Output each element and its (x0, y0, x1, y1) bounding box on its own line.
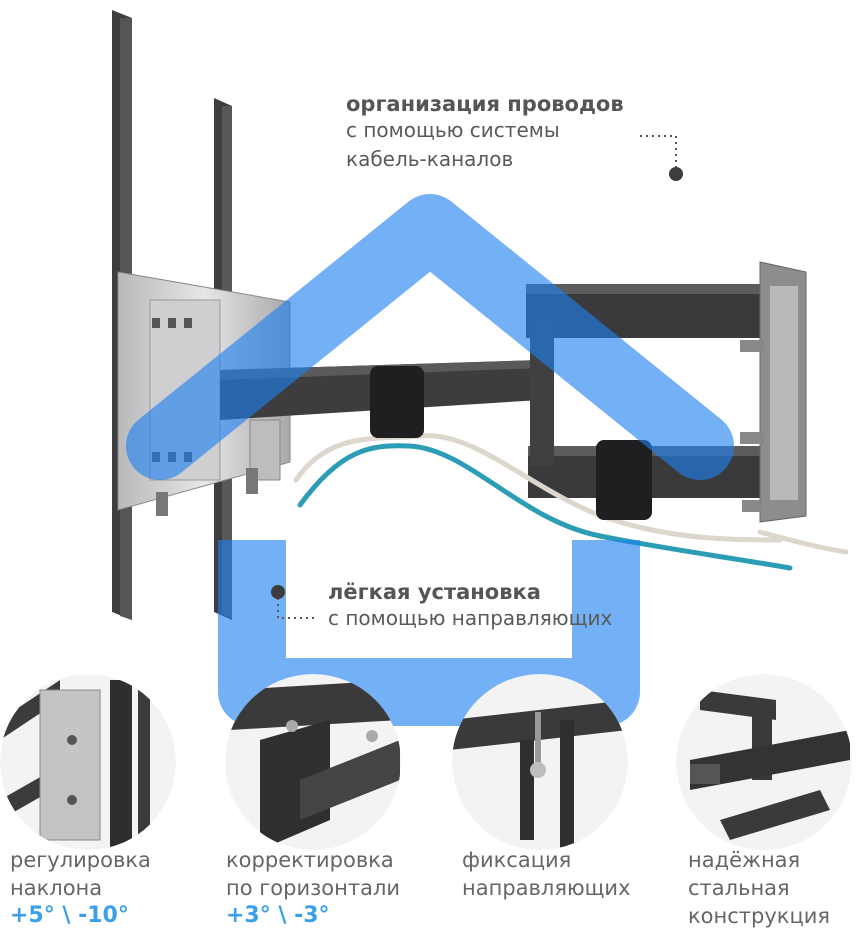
feature-line: наклона (10, 876, 103, 900)
feature-line: по горизонтали (226, 876, 401, 900)
detail-swivel (225, 674, 401, 850)
feature-steel: надёжная стальная конструкция (688, 846, 830, 930)
feature-lock: фиксация направляющих (462, 846, 631, 902)
detail-tilt (0, 674, 176, 850)
install-annotation-leader (271, 585, 318, 619)
cable-annotation-leader (640, 135, 683, 181)
feature-line: фиксация (462, 848, 572, 872)
feature-accent-value: +5° \ -10° (10, 903, 129, 928)
annotation-line: с помощью направляющих (328, 606, 613, 630)
cable-straps (370, 366, 652, 520)
feature-line: стальная (688, 876, 790, 900)
annotation-title: лёгкая установка (328, 580, 541, 604)
detail-lock (452, 674, 628, 850)
house-outline-icon (126, 194, 734, 726)
feature-line: надёжная (688, 848, 801, 872)
feature-line: корректировка (226, 848, 394, 872)
detail-steel (676, 674, 852, 850)
annotation-line: кабель-каналов (346, 147, 514, 171)
cables (293, 433, 849, 571)
feature-line: регулировка (10, 848, 151, 872)
feature-line: направляющих (462, 876, 631, 900)
feature-swivel: корректировка по горизонтали +3° \ -3° (226, 846, 400, 930)
feature-line: конструкция (688, 904, 831, 928)
cable-management-annotation: организация проводов с помощью системы к… (346, 92, 624, 174)
feature-accent-value: +3° \ -3° (226, 903, 330, 928)
feature-tilt: регулировка наклона +5° \ -10° (10, 846, 151, 930)
annotation-title: организация проводов (346, 92, 624, 116)
installation-annotation: лёгкая установка с помощью направляющих (328, 580, 612, 633)
annotation-line: с помощью системы (346, 118, 560, 142)
